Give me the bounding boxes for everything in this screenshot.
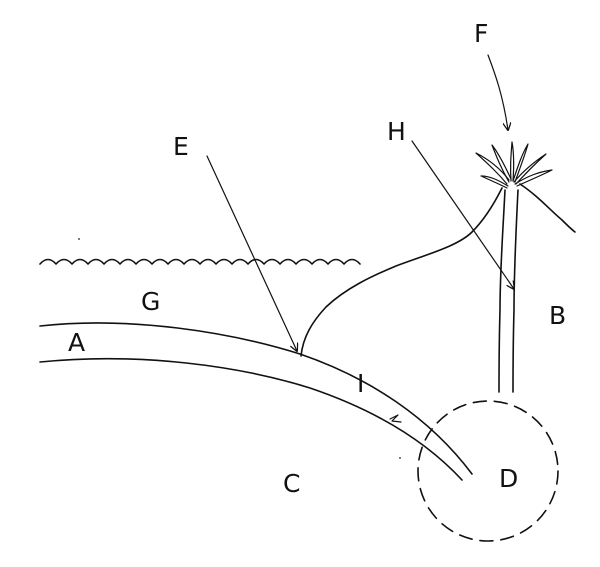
speck — [399, 457, 401, 459]
speck — [78, 238, 80, 240]
label-d: D — [499, 464, 518, 493]
label-i: I — [357, 369, 364, 398]
magma-chamber-outline — [417, 400, 559, 542]
arrow-i-mark — [389, 414, 402, 423]
label-c: C — [283, 469, 300, 498]
oceanic-plate-top-edge — [39, 322, 473, 475]
oceanic-plate-bottom-edge — [39, 357, 463, 481]
arrow-h — [411, 140, 514, 289]
arrow-e — [206, 155, 297, 351]
label-a: A — [68, 328, 85, 357]
volcano-conduit-right-wall — [512, 189, 519, 393]
volcano-right-flank — [519, 183, 576, 233]
label-h: H — [387, 117, 406, 146]
ocean-surface — [39, 258, 361, 265]
label-e: E — [173, 132, 189, 161]
arrow-f — [487, 54, 508, 130]
continental-crust-edge — [300, 187, 503, 357]
eruption-plume — [475, 141, 553, 189]
volcano-conduit-left-wall — [498, 189, 506, 393]
label-g: G — [141, 287, 160, 316]
label-b: B — [549, 301, 566, 330]
label-f: F — [474, 19, 488, 48]
